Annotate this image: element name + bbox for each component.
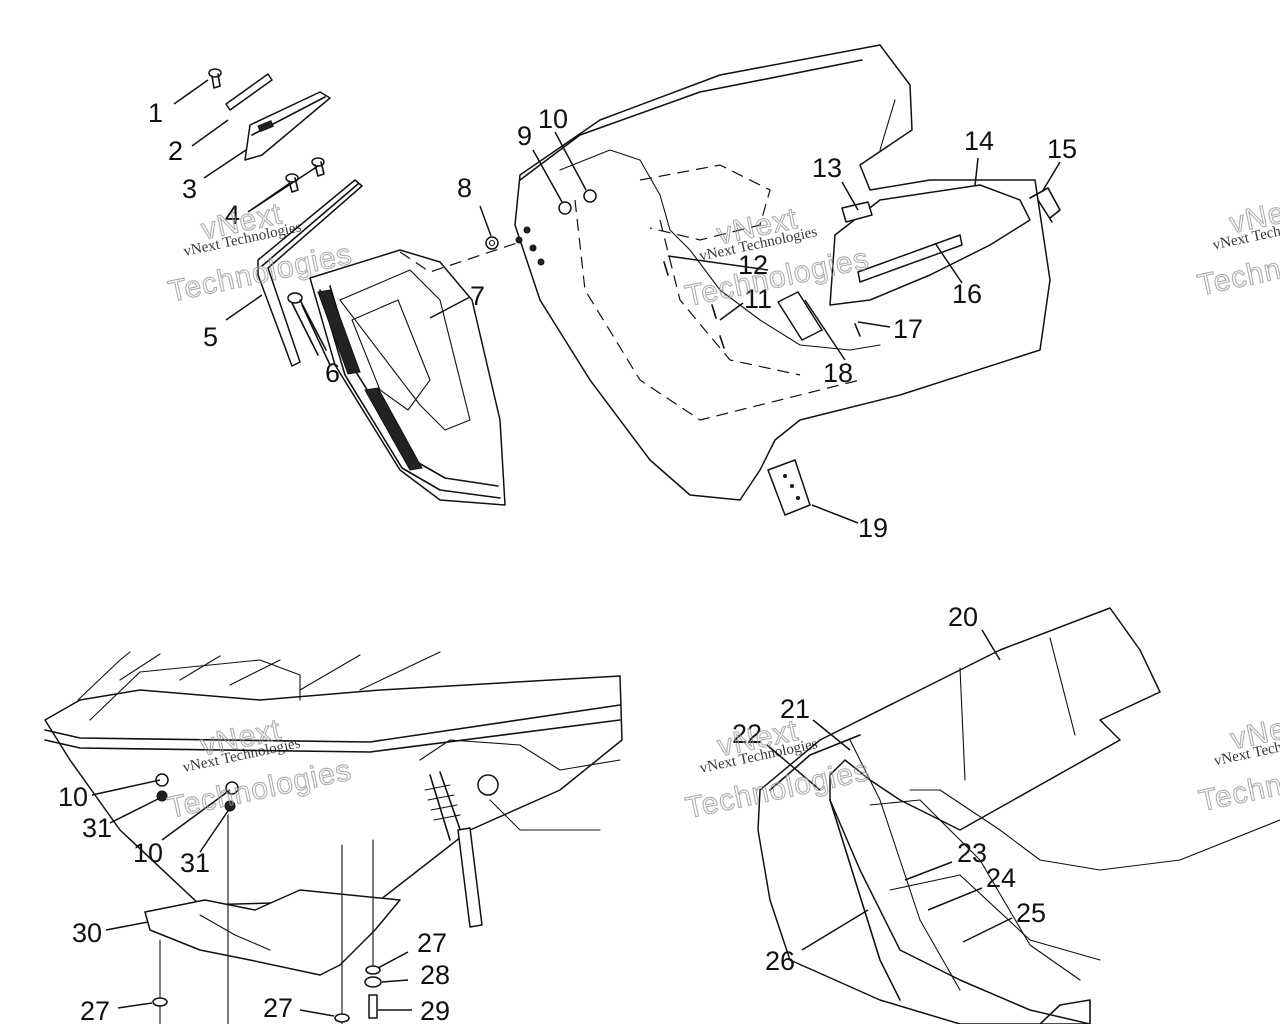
callout-11: 11 (744, 284, 772, 314)
callout-9: 9 (517, 121, 532, 151)
nose-trim-assembly (208, 68, 521, 506)
callout-25: 25 (1016, 898, 1046, 928)
watermark-top-right: vNext Technologies Technologies vNext (1194, 191, 1280, 303)
callout-6: 6 (325, 358, 340, 388)
bracket-part-30 (144, 889, 401, 976)
clip-part-15 (1029, 187, 1061, 223)
screw-part-1 (208, 68, 222, 89)
callout-27-a: 27 (417, 928, 447, 958)
callout-21: 21 (780, 694, 810, 724)
callout-17: 17 (893, 314, 923, 344)
callout-14: 14 (964, 126, 994, 156)
hardware-27-28-29 (152, 965, 382, 1023)
callout-10-left-a: 10 (58, 782, 88, 812)
callout-28: 28 (420, 960, 450, 990)
callout-24: 24 (986, 863, 1016, 893)
callout-16: 16 (952, 279, 982, 309)
callout-31-left-b: 31 (180, 848, 210, 878)
hinge-part-18 (777, 291, 823, 341)
leader-lines (91, 79, 1061, 1017)
hood-fasteners (515, 189, 597, 266)
callout-10-top: 10 (538, 104, 568, 134)
hood-assembly (514, 44, 1061, 516)
pad-part-19 (767, 459, 811, 516)
callout-29: 29 (420, 996, 450, 1024)
callout-12: 12 (738, 250, 768, 280)
callout-7: 7 (470, 281, 485, 311)
callout-27-c: 27 (263, 993, 293, 1023)
callout-20: 20 (948, 602, 978, 632)
callout-27-b: 27 (80, 996, 110, 1024)
callout-8: 8 (457, 173, 472, 203)
callout-18: 18 (823, 358, 853, 388)
plate-part-2 (225, 73, 273, 111)
callout-4: 4 (225, 200, 240, 230)
callout-19: 19 (858, 513, 888, 543)
callout-labels: 1 2 3 4 5 6 7 8 9 10 11 12 13 14 15 16 1… (58, 98, 1077, 1024)
rail-part-5 (257, 179, 363, 367)
callout-23: 23 (957, 838, 987, 868)
callout-15: 15 (1047, 134, 1077, 164)
callout-10-left-b: 10 (133, 838, 163, 868)
callout-26: 26 (765, 946, 795, 976)
callout-1: 1 (148, 98, 163, 128)
nut-part-8 (485, 236, 499, 250)
callout-31-left-a: 31 (82, 813, 112, 843)
nose-bumper-part-7 (309, 249, 506, 506)
callout-22: 22 (732, 719, 762, 749)
callout-2: 2 (168, 136, 183, 166)
seat-assembly (757, 607, 1280, 1024)
callout-13: 13 (812, 153, 842, 183)
callout-30: 30 (72, 918, 102, 948)
bracket-part-3 (244, 91, 331, 161)
watermark-bottom-center: vNext Technologies Technologies vNext (682, 713, 873, 825)
vent-insert-part-16 (857, 234, 963, 283)
tab-part-13 (841, 201, 873, 223)
callout-5: 5 (203, 322, 218, 352)
callout-3: 3 (182, 174, 197, 204)
front-end-assembly (44, 651, 623, 1024)
watermark-bottom-right: vNext Technologies Technologies vNext (1195, 706, 1280, 818)
